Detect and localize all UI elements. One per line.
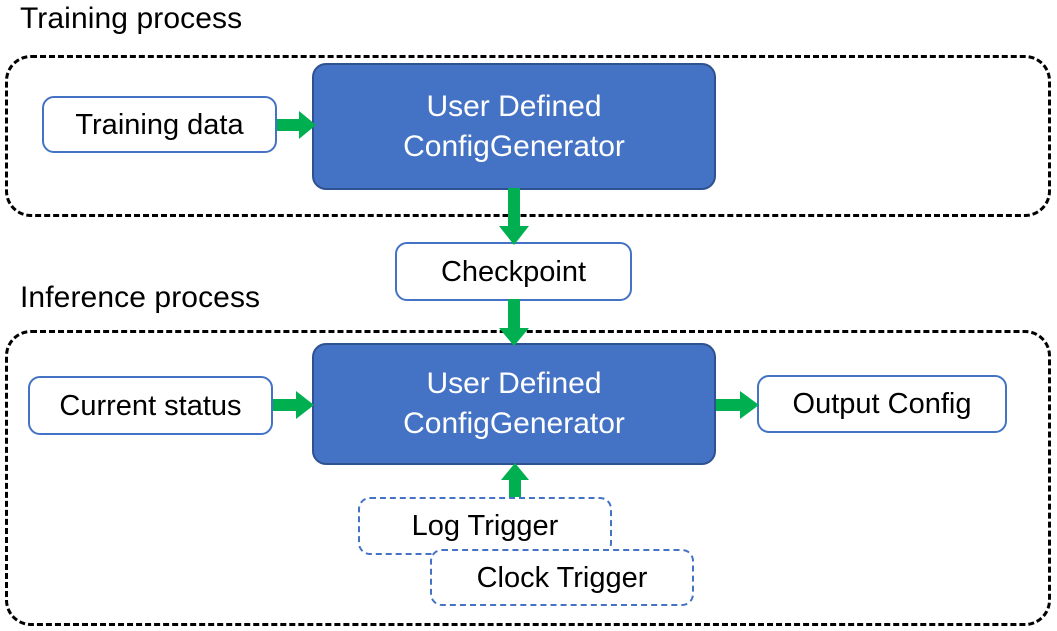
node-training-data[interactable]: Training data [42, 96, 277, 153]
node-output-config[interactable]: Output Config [757, 375, 1007, 433]
training-generator-line-2: ConfigGenerator [403, 129, 625, 163]
arrow-generator-to-output-config [716, 388, 760, 422]
inference-generator-line-2: ConfigGenerator [403, 407, 625, 440]
inference-process-group [5, 330, 1051, 626]
inference-generator-line-1: User Defined [426, 367, 602, 400]
arrow-checkpoint-to-inference-generator [498, 299, 530, 347]
arrow-current-status-to-generator [273, 388, 315, 422]
arrow-training-data-to-generator [277, 108, 317, 142]
node-clock-trigger[interactable]: Clock Trigger [430, 549, 694, 606]
training-generator-line-1: User Defined [426, 89, 602, 123]
node-current-status[interactable]: Current status [28, 376, 273, 435]
training-process-group [5, 55, 1051, 217]
arrow-generator-to-checkpoint [498, 188, 530, 246]
node-log-trigger[interactable]: Log Trigger [358, 497, 612, 555]
node-checkpoint[interactable]: Checkpoint [395, 242, 632, 301]
node-inference-user-defined-configgenerator[interactable]: User Defined ConfigGenerator [312, 343, 716, 465]
arrow-triggers-to-generator [500, 463, 530, 505]
inference-process-title: Inference process [20, 281, 261, 314]
training-process-title: Training process [20, 2, 243, 35]
node-training-user-defined-configgenerator[interactable]: User Defined ConfigGenerator [312, 63, 716, 190]
